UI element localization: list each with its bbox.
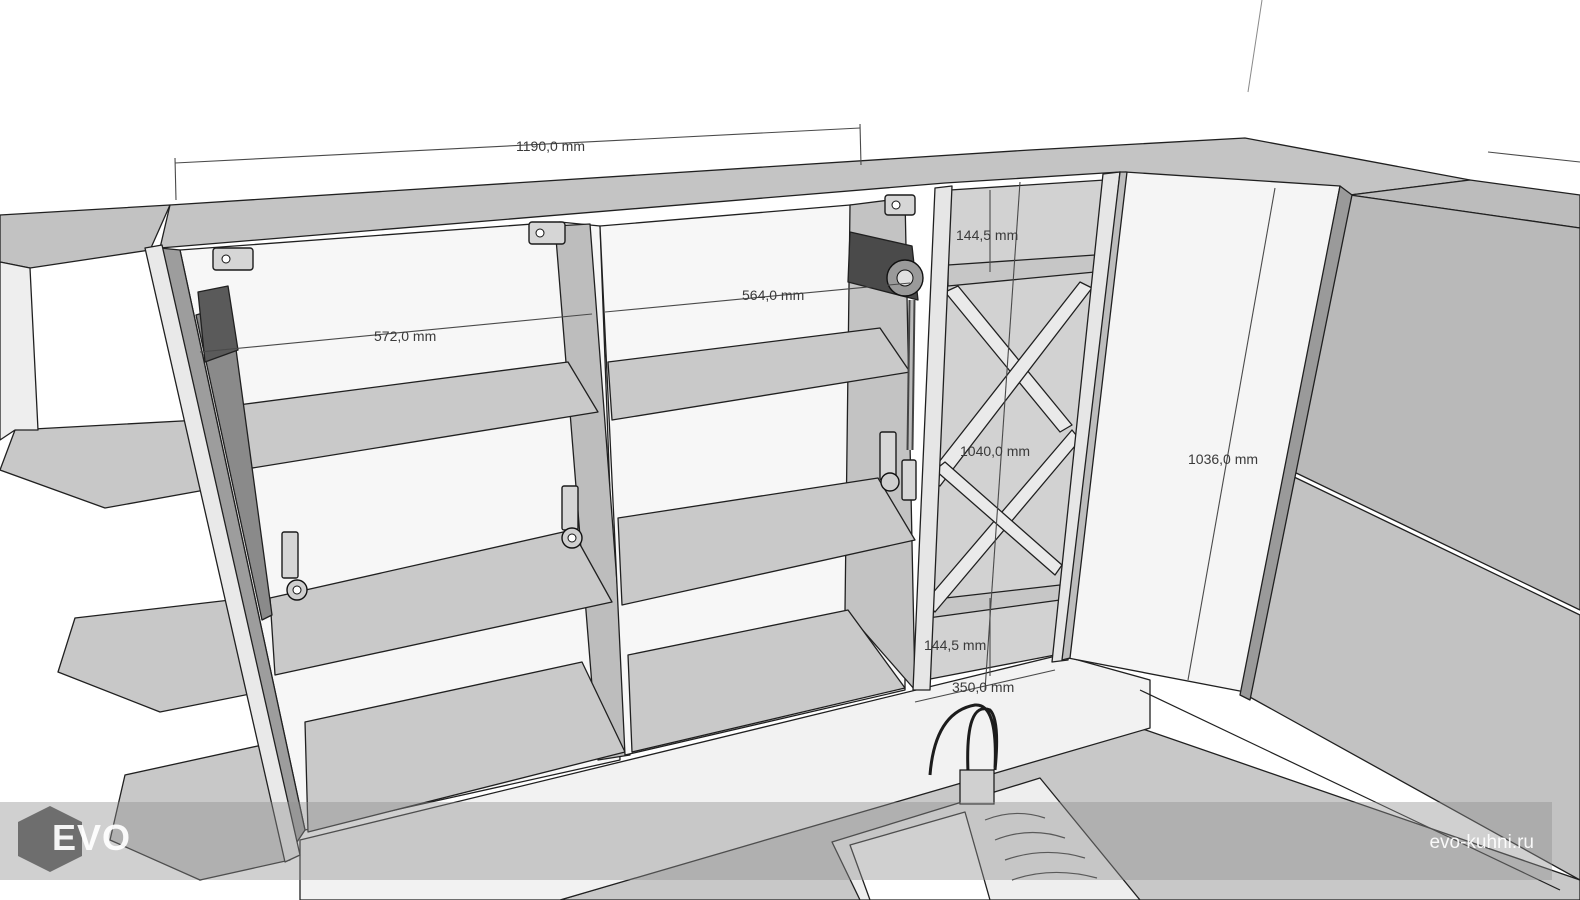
lift-mechanism-housing [197,285,239,363]
left-open-shelf-top [0,204,171,269]
open-door-edge [1061,171,1128,661]
faucet-base [959,769,995,805]
logo-text: EVO [52,817,131,858]
site-url: evo-kuhni.ru [1429,832,1534,853]
dim-wine-rack-top-gap: 144,5 mm [956,227,1018,243]
hinge-top-left [212,247,254,271]
wine-rack-right-panel [1051,171,1121,663]
right-cabinet-edge [1239,185,1353,701]
dim-door-height: 1036,0 mm [1188,451,1258,467]
dim-left-section-width: 572,0 mm [374,328,436,344]
hinge-lower-middle [561,485,583,549]
dim-wine-rack-width: 350,0 mm [952,679,1014,695]
dim-wine-rack-bottom-gap: 144,5 mm [924,637,986,653]
wine-rack-left-panel [912,185,953,691]
right-lift-mechanism [847,231,924,451]
left-open-side [0,261,39,441]
logo-hexagon-icon [18,806,82,872]
left-shelf-2 [269,529,613,676]
sink-drainboard-grooves [984,812,1098,881]
watermark-band [0,802,1552,880]
wine-rack-diagonal-a [944,285,1073,433]
evo-logo: EVO [18,806,131,872]
middle-bottom-panel [627,609,906,753]
dim-wine-rack-height: 1040,0 mm [960,443,1030,459]
left-door [144,244,301,863]
hinge-top-middle [528,221,566,245]
wine-rack-diagonal-b [927,281,1093,487]
middle-shelf-2 [617,477,916,606]
counter-edge-line [1139,689,1561,891]
wall-corner-line [1247,0,1263,93]
hinge-lower-right [879,431,917,501]
left-open-shelf-1 [0,419,206,509]
dim-total-width: 1190,0 mm [516,138,585,154]
sink-basin [849,811,991,900]
dim-middle-section-width: 564,0 mm [742,287,804,303]
dimension-lines [174,123,1580,703]
hinge-lower-left [281,531,308,601]
hinge-top-right [884,194,916,216]
